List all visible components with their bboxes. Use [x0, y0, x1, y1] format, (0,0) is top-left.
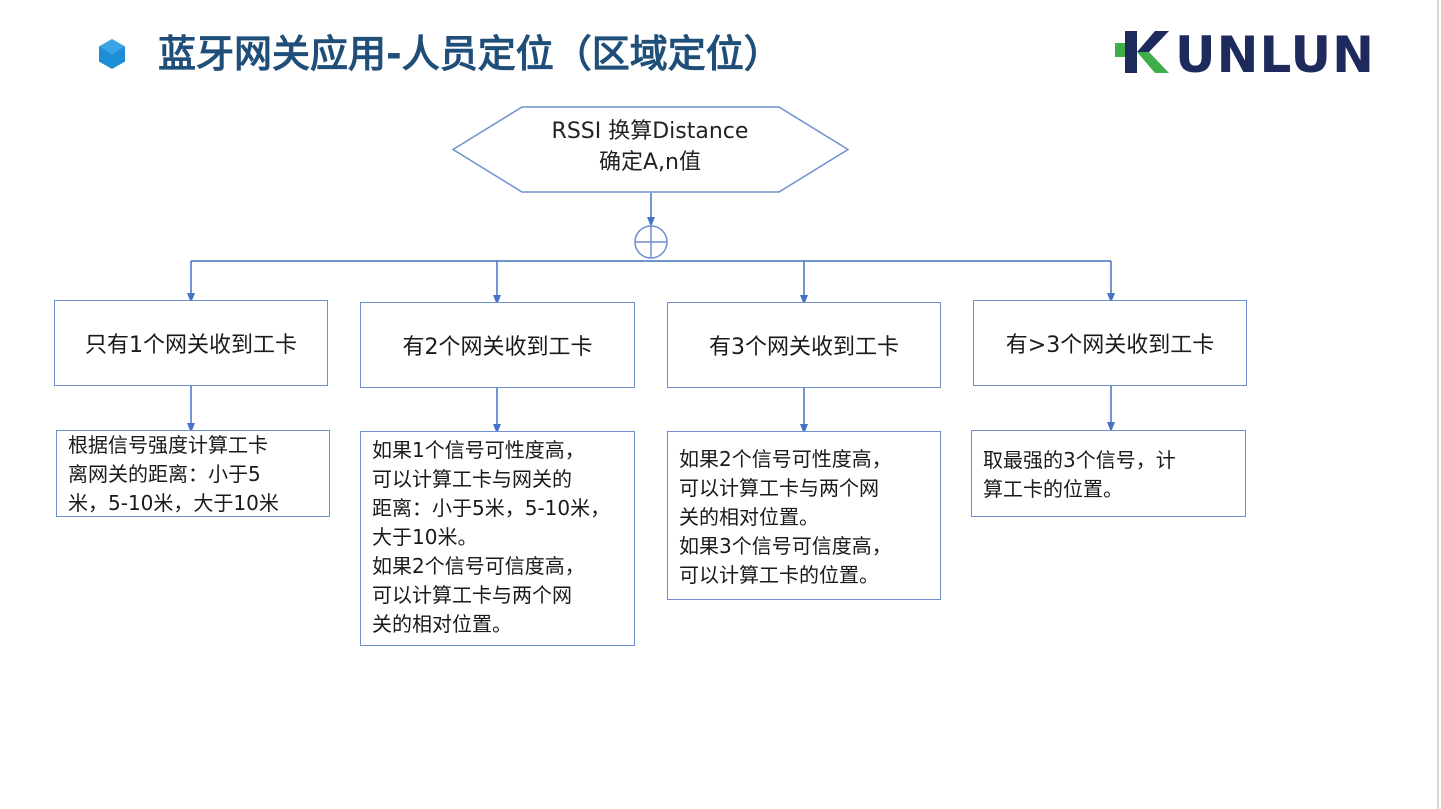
desc-2-line-7: 关的相对位置。	[372, 612, 512, 636]
desc-2-line-5: 如果2个信号可信度高，	[372, 554, 585, 578]
desc-box-3: 如果2个信号可性度高， 可以计算工卡与两个网 关的相对位置。 如果3个信号可信度…	[667, 431, 941, 600]
case-box-2: 有2个网关收到工卡	[360, 302, 635, 388]
desc-1-line-1: 根据信号强度计算工卡	[68, 433, 268, 457]
case-box-1: 只有1个网关收到工卡	[54, 300, 328, 386]
desc-4-line-2: 算工卡的位置。	[983, 477, 1123, 501]
case-box-3: 有3个网关收到工卡	[667, 302, 941, 388]
start-line-2: 确定A,n值	[599, 150, 701, 175]
desc-box-4: 取最强的3个信号，计 算工卡的位置。	[971, 430, 1246, 517]
desc-4-line-1: 取最强的3个信号，计	[983, 448, 1176, 472]
desc-box-1: 根据信号强度计算工卡 离网关的距离：小于5 米，5-10米，大于10米	[56, 430, 330, 517]
desc-2-line-6: 可以计算工卡与两个网	[372, 583, 572, 607]
case-label-4: 有>3个网关收到工卡	[1005, 333, 1215, 358]
desc-3-line-1: 如果2个信号可性度高，	[679, 447, 892, 471]
desc-2-line-4: 大于10米。	[372, 525, 478, 549]
logo-wordmark: UNLUN	[1175, 27, 1375, 77]
kunlun-logo: UNLUN	[1115, 27, 1375, 77]
desc-box-2: 如果1个信号可性度高， 可以计算工卡与网关的 距离：小于5米，5-10米， 大于…	[360, 431, 635, 646]
desc-3-line-2: 可以计算工卡与两个网	[679, 476, 879, 500]
summing-junction-icon	[634, 225, 668, 259]
case-label-3: 有3个网关收到工卡	[709, 335, 899, 360]
desc-3-line-5: 可以计算工卡的位置。	[679, 563, 879, 587]
desc-1-line-3: 米，5-10米，大于10米	[68, 491, 279, 515]
desc-3-line-3: 关的相对位置。	[679, 505, 819, 529]
case-label-1: 只有1个网关收到工卡	[85, 333, 297, 358]
desc-2-line-3: 距离：小于5米，5-10米，	[372, 496, 611, 520]
start-hexagon-shape	[452, 106, 849, 193]
logo-k-mark	[1115, 31, 1169, 73]
start-hexagon-text: RSSI 换算Distance 确定A,n值	[500, 116, 800, 178]
desc-1-line-2: 离网关的距离：小于5	[68, 462, 261, 486]
start-line-1: RSSI 换算Distance	[551, 119, 749, 144]
desc-2-line-2: 可以计算工卡与网关的	[372, 467, 572, 491]
desc-3-line-4: 如果3个信号可信度高，	[679, 534, 892, 558]
slide-title: 蓝牙网关应用-人员定位（区域定位）	[158, 32, 782, 76]
case-box-4: 有>3个网关收到工卡	[973, 300, 1247, 386]
slide-edge-divider	[1437, 0, 1439, 809]
case-label-2: 有2个网关收到工卡	[402, 335, 593, 360]
hexagon-bullet-icon	[99, 39, 125, 69]
desc-2-line-1: 如果1个信号可性度高，	[372, 438, 585, 462]
